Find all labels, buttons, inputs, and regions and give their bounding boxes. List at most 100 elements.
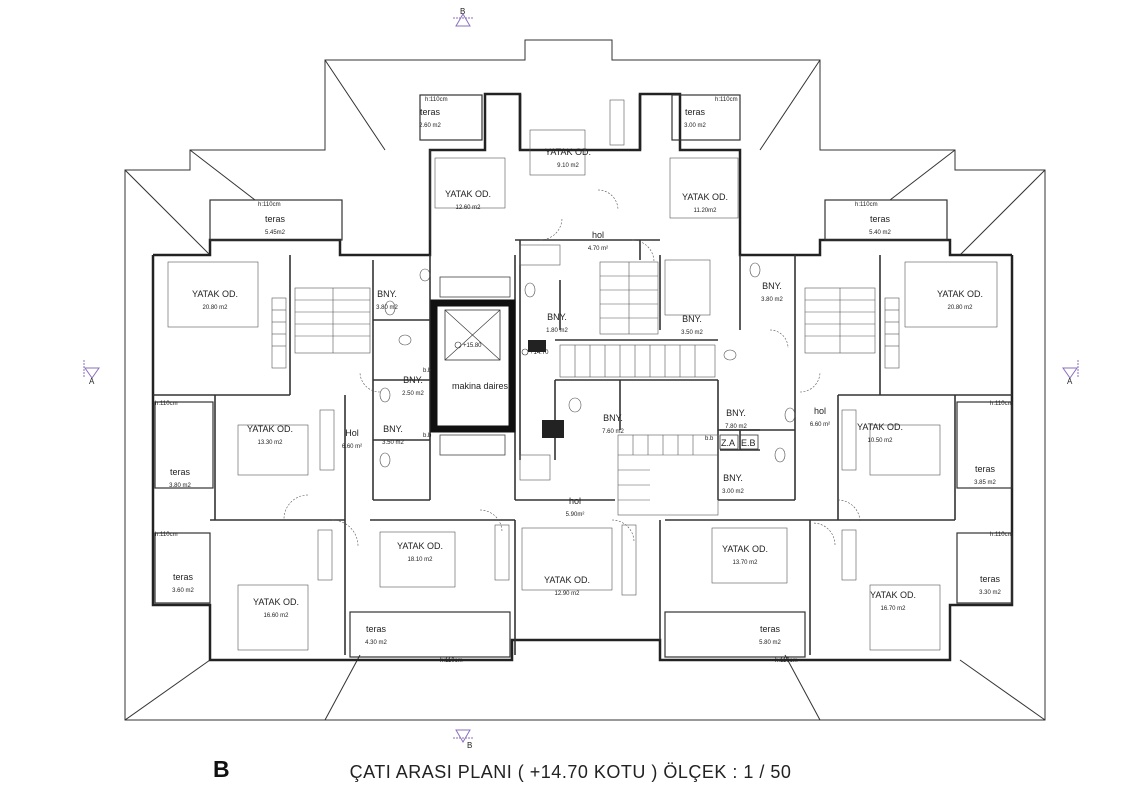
height-tags: h:110cm h:110cm h:110cm h:110cm h:110cm … — [155, 97, 1013, 664]
room-name: BNY. — [603, 413, 623, 423]
room-area: 5.90m² — [566, 512, 585, 518]
tag-za: Z.A — [721, 438, 735, 448]
room-name: YATAK OD. — [857, 422, 903, 432]
room-area: 3.50 m2 — [681, 330, 703, 336]
room-name: teras — [420, 107, 441, 117]
height-tag: h:110cm — [990, 532, 1013, 538]
section-marker-top: B — [453, 7, 473, 27]
height-tag: h:110cm — [775, 658, 798, 664]
level-marker: +14.70 — [530, 350, 549, 356]
room-name: YATAK OD. — [545, 147, 591, 157]
room-area: 5.45m2 — [265, 230, 286, 236]
small-tags: Z.A E.B b.b b.b b.b — [423, 368, 759, 450]
room-area: 5.80 m2 — [759, 640, 781, 646]
height-tag: h:110cm — [425, 97, 448, 103]
room-name: YATAK OD. — [682, 192, 728, 202]
tag-bb: b.b — [705, 436, 714, 442]
room-area: 13.30 m2 — [257, 440, 283, 446]
room-area: 4.70 m² — [588, 246, 608, 252]
room-name: YATAK OD. — [253, 597, 299, 607]
room-area: 7.80 m2 — [725, 424, 747, 430]
room-area: 3.30 m2 — [979, 590, 1001, 596]
room-name: BNY. — [762, 281, 782, 291]
room-area: 3.85 m2 — [974, 480, 996, 486]
room-name: teras — [760, 624, 781, 634]
room-labels: teras 2.60 m2 teras 3.00 m2 YATAK OD. 9.10 m2… — [169, 107, 1001, 646]
room-area: 6.60 m² — [810, 422, 830, 428]
height-tag: h:110cm — [855, 202, 878, 208]
room-area: 2.60 m2 — [419, 123, 441, 129]
room-area: 16.60 m2 — [263, 613, 289, 619]
room-name: BNY. — [403, 375, 423, 385]
room-area: 16.70 m2 — [880, 606, 906, 612]
room-name: BNY. — [682, 314, 702, 324]
room-area: 1.80 m2 — [546, 328, 568, 334]
room-name: YATAK OD. — [544, 575, 590, 585]
room-area: 3.80 m2 — [376, 305, 398, 311]
room-name: teras — [870, 214, 891, 224]
tag-eb: E.B — [741, 438, 756, 448]
room-name: BNY. — [726, 408, 746, 418]
machine-room — [430, 276, 564, 456]
room-area: 12.60 m2 — [455, 205, 481, 211]
height-tag: h:110cm — [155, 532, 178, 538]
room-area: 3.60 m2 — [172, 588, 194, 594]
level-marker: +15.80 — [463, 343, 482, 349]
room-name: teras — [173, 572, 194, 582]
room-area: 10.50 m2 — [867, 438, 893, 444]
section-marker-bottom: B — [453, 729, 473, 750]
room-area: 3.00 m2 — [722, 489, 744, 495]
room-name: teras — [980, 574, 1001, 584]
tag-bb: b.b — [423, 368, 432, 374]
room-area: 9.10 m2 — [557, 163, 579, 169]
room-name: YATAK OD. — [247, 424, 293, 434]
height-tag: h:110cm — [155, 401, 178, 407]
height-tag: h:110cm — [440, 658, 463, 664]
room-name: hol — [592, 230, 604, 240]
room-name: makina dairesi — [452, 381, 510, 391]
room-area: 3.80 m2 — [761, 297, 783, 303]
room-name: BNY. — [547, 312, 567, 322]
room-name: hol — [569, 496, 581, 506]
fixtures — [379, 244, 796, 481]
partitions — [153, 150, 1012, 655]
wardrobes — [271, 99, 900, 596]
terraces — [154, 94, 1013, 658]
room-name: teras — [975, 464, 996, 474]
room-name: BNY. — [377, 289, 397, 299]
level-markers: +15.80 +14.70 — [454, 341, 549, 356]
room-name: BNY. — [723, 473, 743, 483]
room-name: YATAK OD. — [722, 544, 768, 554]
section-marker-left-label: A — [89, 377, 95, 386]
section-markers: B B A A — [83, 7, 1079, 750]
room-area: 2.50 m2 — [402, 391, 424, 397]
section-marker-right: A — [1062, 360, 1079, 386]
room-area: 3.50 m2 — [382, 440, 404, 446]
room-name: hol — [814, 406, 826, 416]
section-marker-top-label: B — [460, 7, 465, 16]
room-name: YATAK OD. — [870, 590, 916, 600]
room-name: teras — [366, 624, 387, 634]
room-area: 12.90 m2 — [554, 591, 580, 597]
room-name: YATAK OD. — [445, 189, 491, 199]
room-area: 13.70 m2 — [732, 560, 758, 566]
room-name: Hol — [345, 428, 359, 438]
block-label: B — [213, 756, 230, 782]
room-area: 6.60 m² — [342, 444, 362, 450]
section-marker-left: A — [83, 360, 100, 386]
room-area: 20.80 m2 — [947, 305, 973, 311]
room-area: 4.30 m2 — [365, 640, 387, 646]
height-tag: h:110cm — [715, 97, 738, 103]
room-name: teras — [685, 107, 706, 117]
tag-bb: b.b — [423, 433, 432, 439]
door-swings — [283, 189, 861, 547]
section-marker-right-label: A — [1067, 377, 1073, 386]
beds — [167, 129, 998, 651]
height-tag: h:110cm — [990, 401, 1013, 407]
room-name: YATAK OD. — [937, 289, 983, 299]
room-area: 5.40 m2 — [869, 230, 891, 236]
plan-caption: ÇATI ARASI PLANI ( +14.70 KOTU ) ÖLÇEK :… — [349, 762, 792, 782]
room-area: 11.20m2 — [694, 208, 718, 214]
roof-outline — [124, 39, 1046, 721]
room-area: 20.80 m2 — [202, 305, 228, 311]
